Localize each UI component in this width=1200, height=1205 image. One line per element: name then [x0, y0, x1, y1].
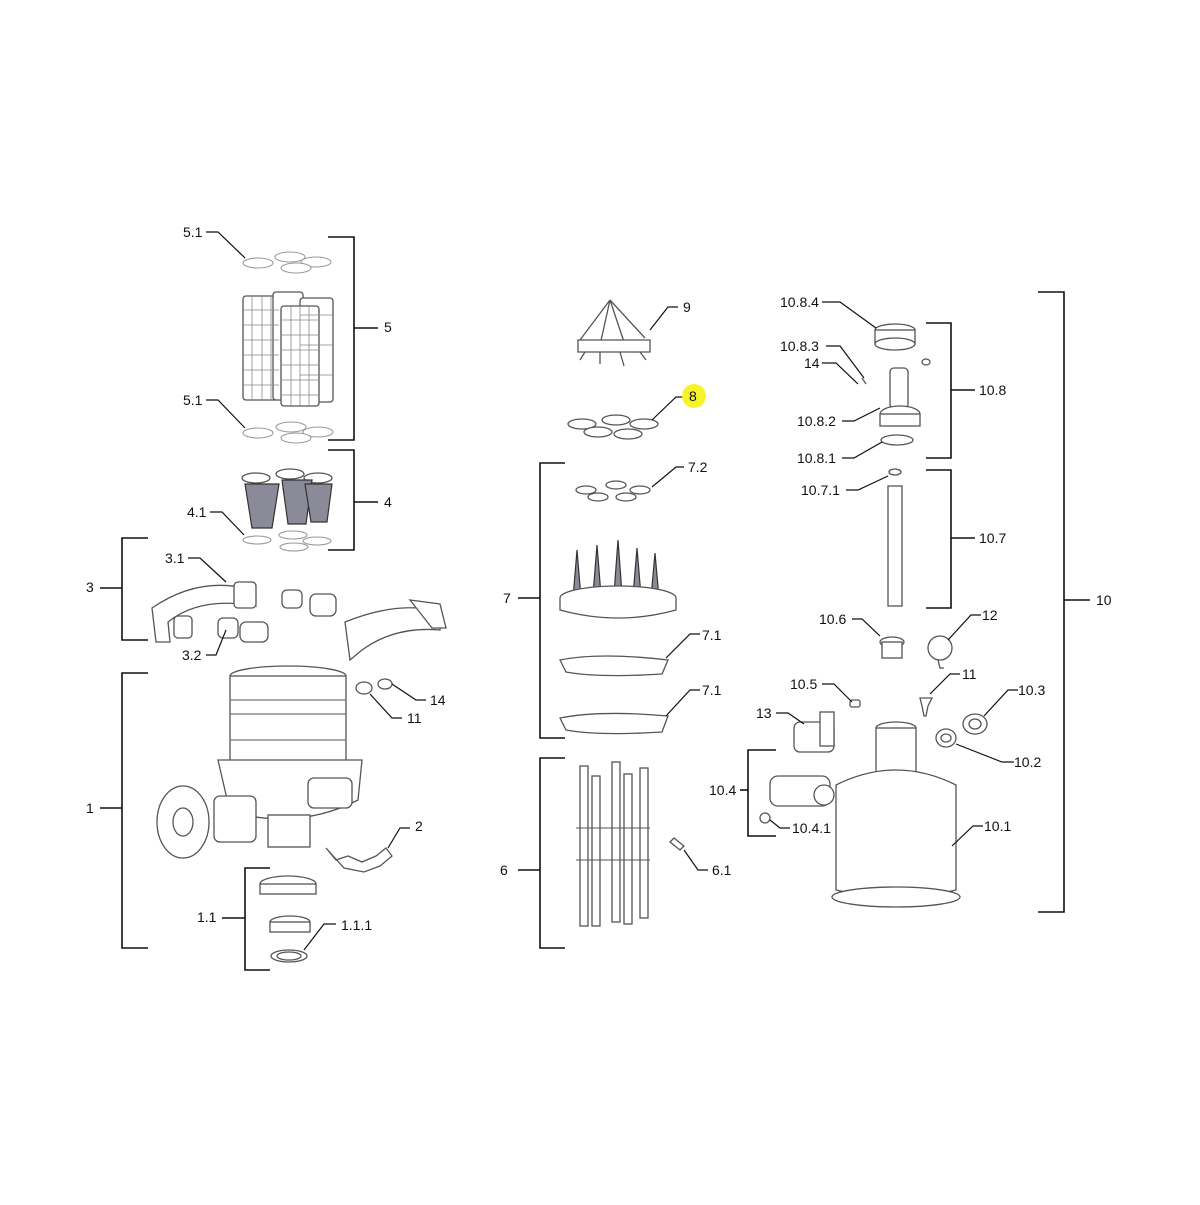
- part-11-10-5-small-fittings: [849, 697, 934, 717]
- label-4-1: 4.1: [187, 504, 207, 520]
- label-9: 9: [683, 299, 691, 315]
- label-12: 12: [982, 607, 998, 623]
- label-7-1-top: 7.1: [702, 627, 722, 643]
- part-1-1-bottom-fittings: [259, 875, 317, 963]
- part-4-strainer-baskets: [241, 468, 333, 529]
- label-10-8-3: 10.8.3: [780, 338, 819, 354]
- label-8-highlight: [682, 384, 706, 408]
- part-10-1-tank: [831, 721, 961, 908]
- label-3: 3: [86, 579, 94, 595]
- part-6-laterals: [576, 761, 685, 927]
- part-5-1-orings-bottom: [242, 421, 334, 444]
- label-11-left: 11: [407, 710, 422, 726]
- bracket-group-1-1: [222, 867, 270, 971]
- part-3-clamp-and-couplings: [151, 581, 447, 662]
- part-10-6-fitting: [879, 636, 905, 659]
- label-3-2: 3.2: [182, 647, 202, 663]
- label-1: 1: [86, 800, 94, 816]
- part-12-pressure-gauge: [927, 635, 953, 669]
- label-13: 13: [756, 705, 772, 721]
- label-7-2: 7.2: [688, 459, 708, 475]
- label-10-2: 10.2: [1014, 754, 1041, 770]
- bracket-group-1: [100, 672, 148, 949]
- part-13-valve: [793, 711, 835, 753]
- part-5-filter-cartridges: [242, 291, 334, 407]
- label-10-3: 10.3: [1018, 682, 1045, 698]
- part-1-valve-body: [156, 665, 393, 873]
- label-10: 10: [1096, 592, 1112, 608]
- label-1-1: 1.1: [197, 909, 217, 925]
- bracket-group-10-4: [740, 749, 776, 837]
- part-7-1-seal-rings: [559, 655, 669, 735]
- label-3-1: 3.1: [165, 550, 185, 566]
- part-5-1-orings-top: [242, 251, 332, 274]
- label-10-4: 10.4: [709, 782, 736, 798]
- label-7-1-bottom: 7.1: [702, 682, 722, 698]
- bracket-group-10-7: [926, 469, 975, 609]
- label-5-1-bottom: 5.1: [183, 392, 203, 408]
- label-10-8-4: 10.8.4: [780, 294, 819, 310]
- part-10-4-multiport: [759, 775, 835, 824]
- label-6-1: 6.1: [712, 862, 732, 878]
- label-6: 6: [500, 862, 508, 878]
- label-10-4-1: 10.4.1: [792, 820, 831, 836]
- leader-lines: [188, 231, 1018, 951]
- label-10-8-2: 10.8.2: [797, 413, 836, 429]
- bracket-group-7: [518, 462, 565, 739]
- label-5: 5: [384, 319, 392, 335]
- label-10-6: 10.6: [819, 611, 846, 627]
- part-10-8-4-cap: [874, 323, 916, 351]
- bracket-group-10: [1038, 291, 1090, 913]
- label-10-8-1: 10.8.1: [797, 450, 836, 466]
- part-7-diffuser-plate: [559, 539, 677, 619]
- label-10-7-1: 10.7.1: [801, 482, 840, 498]
- label-5-1-top: 5.1: [183, 224, 203, 240]
- part-8-nozzle-caps: [567, 414, 659, 440]
- label-7: 7: [503, 590, 511, 606]
- label-10-7: 10.7: [979, 530, 1006, 546]
- part-7-2-fittings: [575, 480, 651, 502]
- bracket-group-10-8: [926, 322, 975, 459]
- part-9-lateral-spider: [577, 299, 651, 367]
- bracket-group-3: [100, 537, 148, 641]
- label-8: 8: [689, 388, 697, 404]
- label-10-1: 10.1: [984, 818, 1011, 834]
- label-1-1-1: 1.1.1: [341, 917, 372, 933]
- label-10-5: 10.5: [790, 676, 817, 692]
- label-4: 4: [384, 494, 392, 510]
- label-10-8: 10.8: [979, 382, 1006, 398]
- part-10-8-head-assembly: [861, 358, 931, 446]
- part-10-3-10-2-unions: [935, 713, 988, 748]
- label-11-right: 11: [962, 666, 977, 682]
- label-14-right: 14: [804, 355, 820, 371]
- bracket-group-5: [328, 236, 378, 441]
- label-14-left: 14: [430, 692, 446, 708]
- bracket-group-4: [328, 449, 378, 551]
- part-4-1-orings: [242, 530, 332, 552]
- part-10-7-tube: [887, 468, 903, 607]
- label-2: 2: [415, 818, 423, 834]
- bracket-group-6: [518, 757, 565, 949]
